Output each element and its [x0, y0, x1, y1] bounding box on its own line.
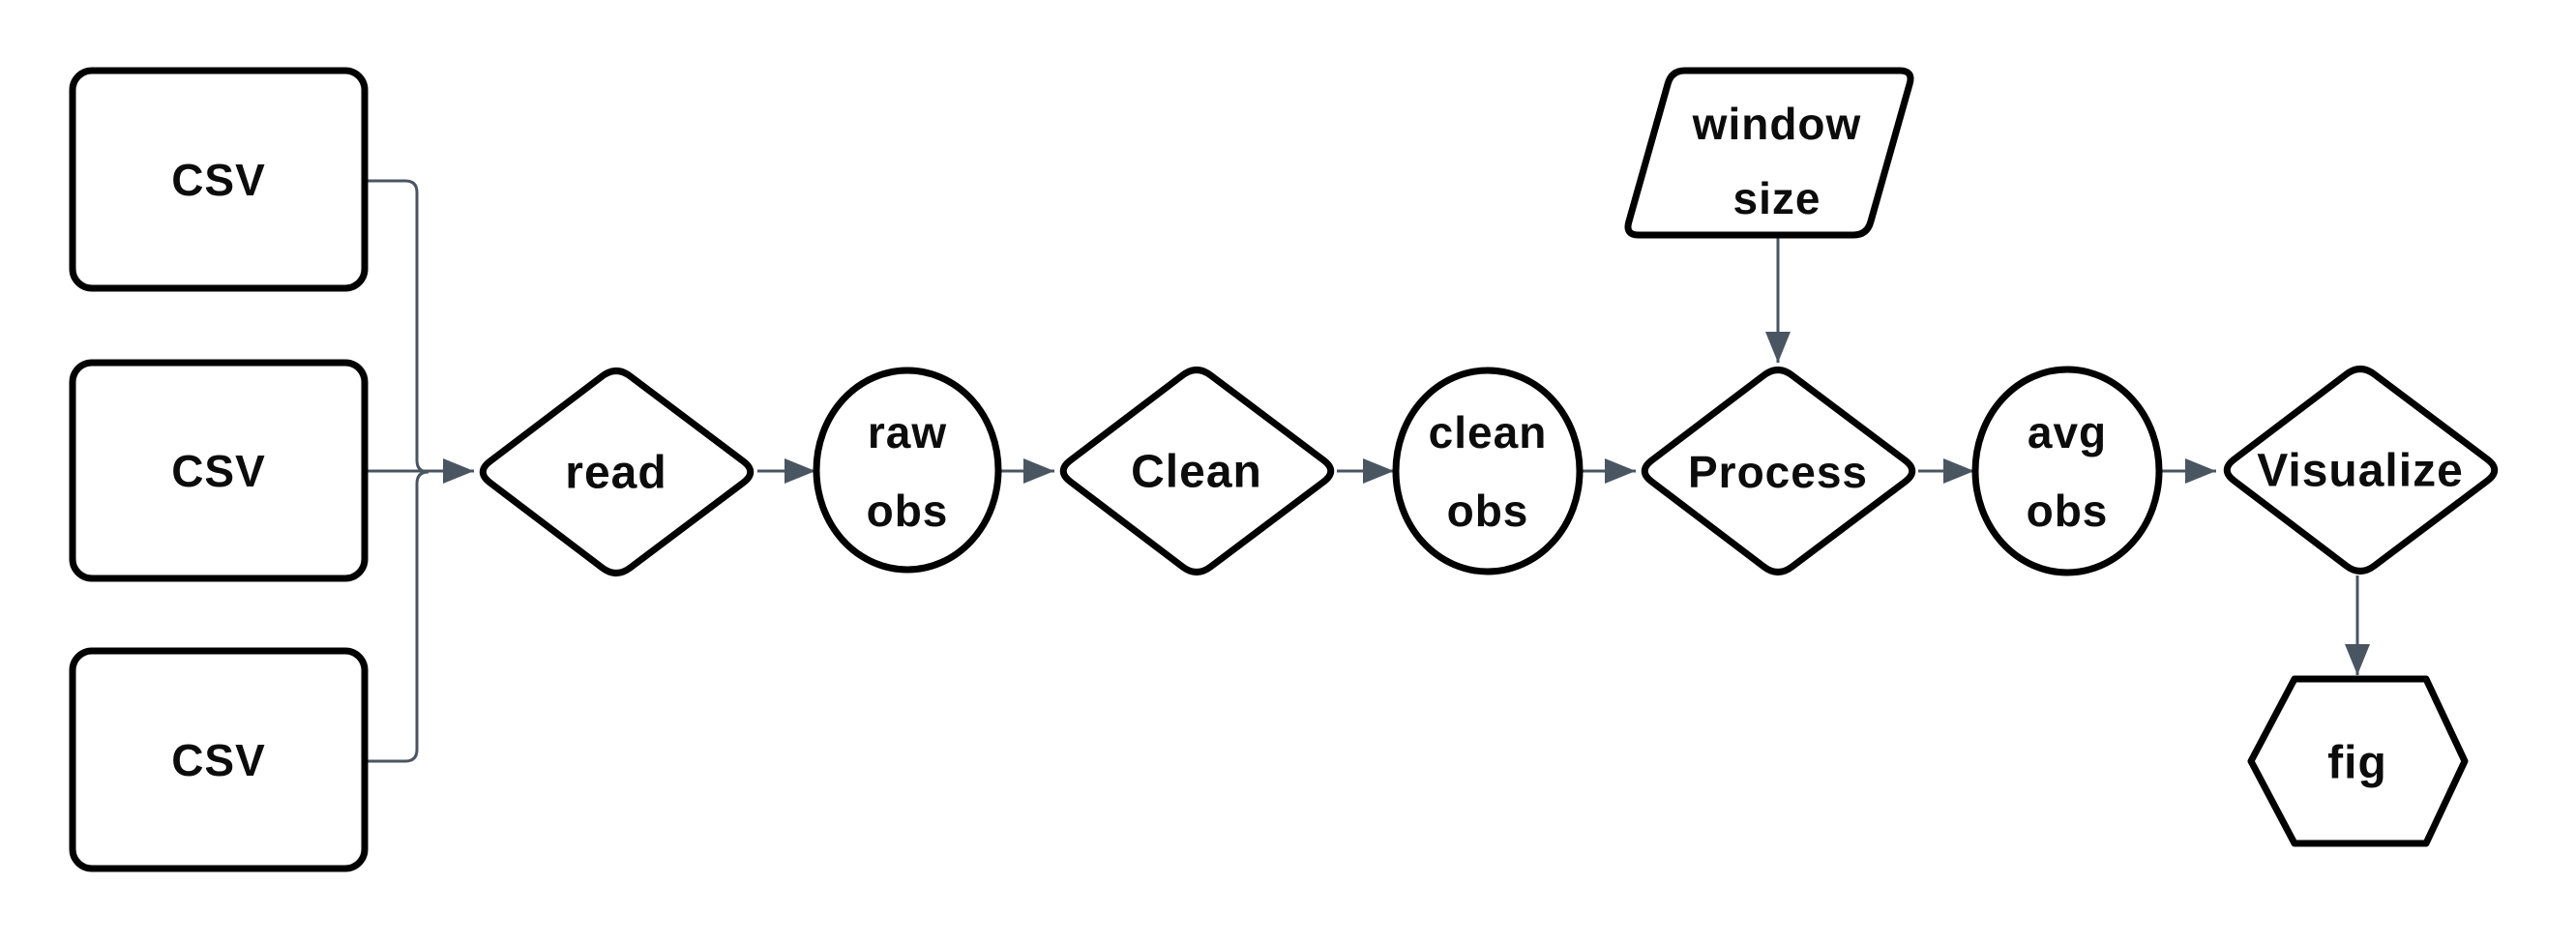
connector-csv1-trunk: [365, 179, 429, 474]
node-fig: fig: [2247, 675, 2469, 847]
node-avg-obs: avg obs: [1971, 366, 2163, 576]
window-size-parallelogram: [1624, 67, 1914, 239]
csv-1-label: CSV: [171, 155, 266, 205]
clean-obs-label-line2: obs: [1447, 486, 1529, 536]
read-diamond: [479, 368, 755, 576]
csv-3-label: CSV: [171, 735, 266, 785]
csv-3-box: [69, 647, 369, 872]
window-size-label-line2: size: [1733, 173, 1821, 223]
node-csv-3: CSV: [69, 647, 369, 872]
node-clean-obs: clean obs: [1392, 367, 1584, 575]
visualize-diamond: [2223, 366, 2499, 575]
raw-obs-label-line2: obs: [867, 486, 949, 536]
node-csv-1: CSV: [69, 67, 369, 292]
node-csv-2: CSV: [69, 359, 369, 582]
node-read: read: [479, 368, 755, 576]
avg-obs-ellipse: [1971, 366, 2163, 576]
node-raw-obs: raw obs: [813, 367, 1002, 574]
connectors: [365, 179, 2370, 763]
fig-label: fig: [2327, 738, 2387, 789]
clean-label: Clean: [1131, 447, 1262, 498]
clean-obs-ellipse: [1392, 367, 1584, 575]
clean-obs-label-line1: clean: [1429, 407, 1548, 457]
visualize-label: Visualize: [2257, 446, 2464, 497]
process-label: Process: [1688, 447, 1868, 497]
node-window-size: window size: [1624, 67, 1914, 239]
csv-1-box: [69, 67, 369, 292]
avg-obs-label-line2: obs: [2027, 486, 2109, 536]
avg-obs-label-line1: avg: [2028, 407, 2107, 457]
clean-diamond: [1059, 367, 1335, 575]
read-label: read: [565, 448, 666, 499]
raw-obs-ellipse: [813, 367, 1002, 574]
raw-obs-label-line1: raw: [868, 407, 947, 457]
csv-2-box: [69, 359, 369, 582]
process-diamond: [1641, 367, 1916, 575]
window-size-label-line1: window: [1692, 99, 1862, 149]
connector-csv3-trunk: [365, 470, 429, 763]
csv-2-label: CSV: [171, 446, 266, 496]
fig-hexagon: [2247, 675, 2469, 847]
node-clean: Clean: [1059, 367, 1335, 575]
node-visualize: Visualize: [2223, 366, 2499, 575]
node-process: Process: [1641, 367, 1916, 575]
